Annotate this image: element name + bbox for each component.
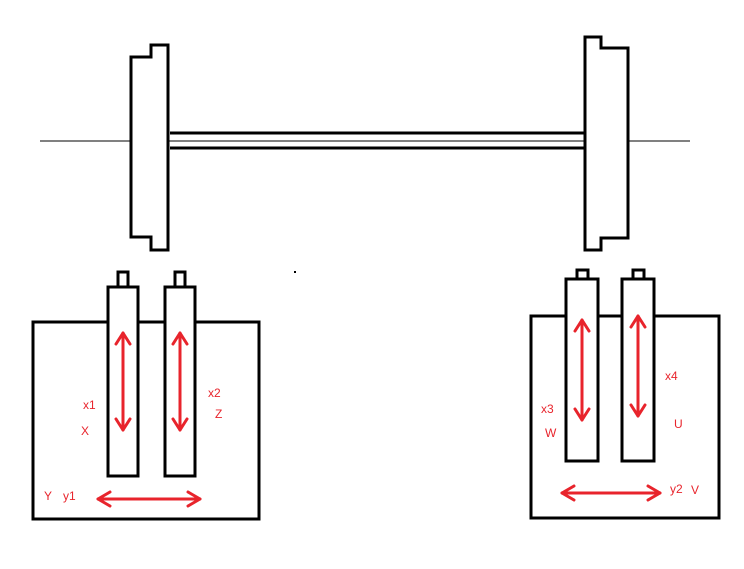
label-x1: x1 bbox=[83, 398, 96, 412]
label-y2: y2 bbox=[670, 482, 683, 496]
arrow-y2 bbox=[560, 484, 662, 502]
label-W: W bbox=[545, 426, 557, 440]
axle bbox=[170, 131, 585, 150]
label-y1: y1 bbox=[63, 489, 76, 503]
label-x4: x4 bbox=[665, 369, 678, 383]
arrow-x3 bbox=[573, 318, 591, 422]
arrow-x1 bbox=[114, 331, 132, 432]
left-housing bbox=[31, 320, 261, 521]
arrow-y1 bbox=[96, 490, 202, 508]
stray-dot bbox=[294, 271, 296, 273]
label-V: V bbox=[691, 483, 700, 497]
label-X: X bbox=[81, 424, 90, 438]
label-Z: Z bbox=[215, 407, 223, 421]
right-wheel bbox=[583, 35, 630, 252]
left-wheel bbox=[129, 43, 170, 252]
label-x2: x2 bbox=[208, 386, 221, 400]
arrow-x4 bbox=[629, 314, 647, 418]
label-U: U bbox=[674, 417, 683, 431]
label-Y: Y bbox=[44, 489, 53, 503]
arrows bbox=[96, 314, 662, 508]
arrow-x2 bbox=[171, 331, 189, 432]
label-x3: x3 bbox=[541, 402, 554, 416]
